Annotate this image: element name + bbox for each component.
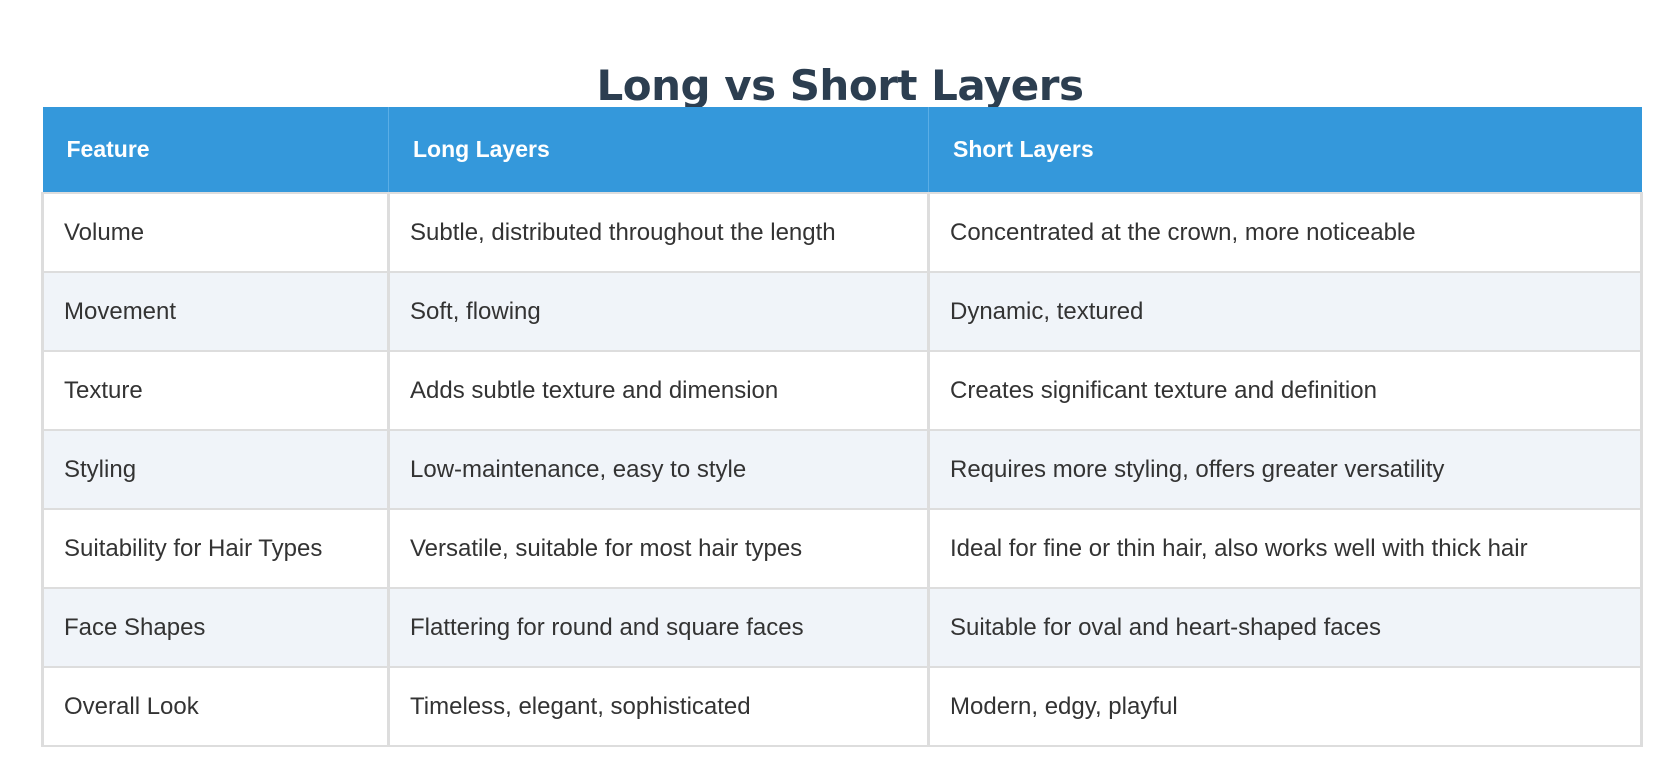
short-layers-cell: Modern, edgy, playful <box>927 666 1643 747</box>
long-layers-cell: Timeless, elegant, sophisticated <box>387 666 930 747</box>
long-layers-cell: Adds subtle texture and dimension <box>387 350 930 431</box>
comparison-table: Feature Long Layers Short Layers Volume … <box>41 107 1643 747</box>
header-long-layers: Long Layers <box>388 107 929 194</box>
long-layers-cell: Versatile, suitable for most hair types <box>387 508 930 589</box>
table-row: Movement Soft, flowing Dynamic, textured <box>41 271 1643 352</box>
table-body: Volume Subtle, distributed throughout th… <box>41 192 1643 747</box>
short-layers-cell: Concentrated at the crown, more noticeab… <box>927 192 1643 273</box>
feature-cell: Suitability for Hair Types <box>41 508 390 589</box>
short-layers-cell: Ideal for fine or thin hair, also works … <box>927 508 1643 589</box>
header-feature: Feature <box>42 107 389 194</box>
feature-cell: Volume <box>41 192 390 273</box>
feature-cell: Texture <box>41 350 390 431</box>
table-row: Texture Adds subtle texture and dimensio… <box>41 350 1643 431</box>
feature-cell: Overall Look <box>41 666 390 747</box>
table-row: Overall Look Timeless, elegant, sophisti… <box>41 666 1643 747</box>
short-layers-cell: Creates significant texture and definiti… <box>927 350 1643 431</box>
table-row: Volume Subtle, distributed throughout th… <box>41 192 1643 273</box>
short-layers-cell: Suitable for oval and heart-shaped faces <box>927 587 1643 668</box>
long-layers-cell: Subtle, distributed throughout the lengt… <box>387 192 930 273</box>
long-layers-cell: Low-maintenance, easy to style <box>387 429 930 510</box>
table-header: Feature Long Layers Short Layers <box>42 107 1642 194</box>
long-layers-cell: Flattering for round and square faces <box>387 587 930 668</box>
feature-cell: Movement <box>41 271 390 352</box>
page-title: Long vs Short Layers <box>596 61 1084 111</box>
feature-cell: Styling <box>41 429 390 510</box>
long-layers-cell: Soft, flowing <box>387 271 930 352</box>
short-layers-cell: Requires more styling, offers greater ve… <box>927 429 1643 510</box>
header-short-layers: Short Layers <box>928 107 1642 194</box>
feature-cell: Face Shapes <box>41 587 390 668</box>
table-row: Suitability for Hair Types Versatile, su… <box>41 508 1643 589</box>
table-row: Styling Low-maintenance, easy to style R… <box>41 429 1643 510</box>
table-row: Face Shapes Flattering for round and squ… <box>41 587 1643 668</box>
short-layers-cell: Dynamic, textured <box>927 271 1643 352</box>
header-row: Feature Long Layers Short Layers <box>42 107 1642 194</box>
